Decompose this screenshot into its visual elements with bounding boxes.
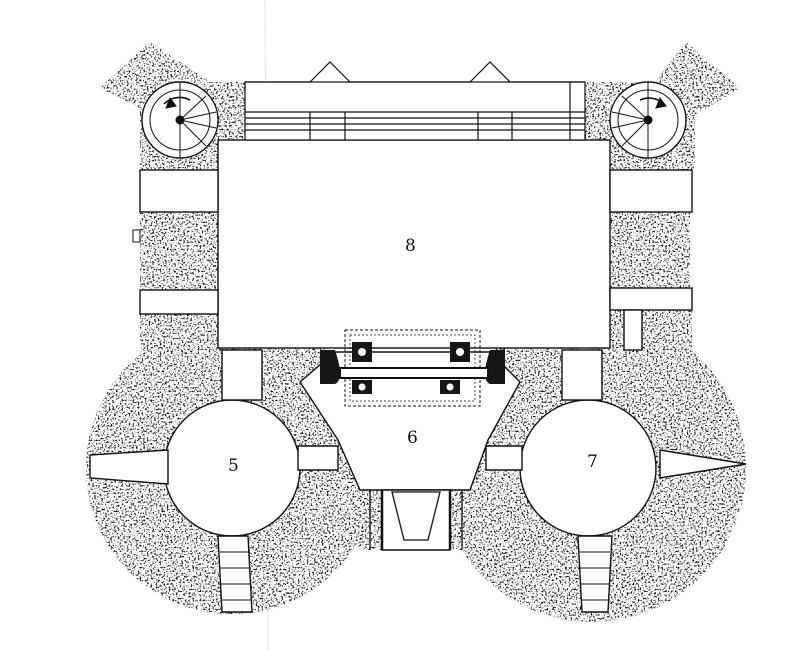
gate-passage bbox=[381, 489, 451, 551]
left-side-wall bbox=[140, 212, 218, 290]
room-label-hall: 8 bbox=[405, 236, 416, 256]
room-label-right-tower: 7 bbox=[587, 452, 598, 472]
central-hearth bbox=[320, 329, 505, 407]
left-wall-mark bbox=[132, 229, 141, 243]
right-side-wall bbox=[610, 212, 690, 288]
left-lower-wall bbox=[140, 314, 220, 354]
north-terrace bbox=[244, 61, 586, 141]
right-side-opening-bottom bbox=[609, 287, 693, 311]
right-spiral-stair bbox=[611, 82, 679, 158]
right-tower-north-passage bbox=[561, 349, 603, 401]
right-tower-loophole bbox=[659, 449, 747, 479]
left-tower-loophole bbox=[89, 449, 169, 485]
passage-steps bbox=[220, 551, 610, 601]
room-label-courtyard: 6 bbox=[407, 428, 418, 448]
right-lower-wall bbox=[610, 310, 692, 360]
right-small-niche bbox=[623, 309, 643, 351]
right-tower-south-passage bbox=[577, 535, 613, 613]
right-link-passage bbox=[485, 445, 523, 471]
gate-details bbox=[369, 490, 463, 550]
right-side-opening-top bbox=[609, 169, 693, 213]
left-tower-north-passage bbox=[221, 349, 263, 401]
room-label-left-tower: 5 bbox=[228, 456, 239, 476]
left-side-opening-bottom bbox=[139, 289, 219, 315]
left-side-opening-top bbox=[139, 169, 219, 213]
left-tower-south-passage bbox=[217, 535, 253, 613]
left-link-passage bbox=[297, 445, 339, 471]
left-spiral-stair bbox=[149, 82, 217, 158]
